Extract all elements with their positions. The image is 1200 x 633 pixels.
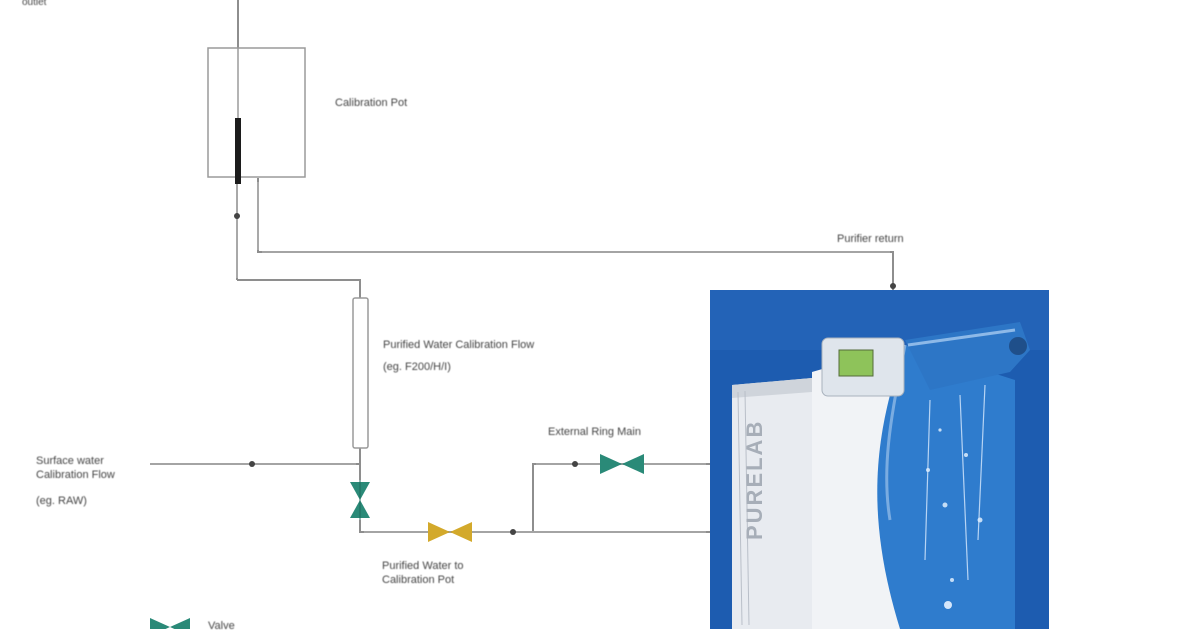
dispense-arm [905, 322, 1030, 390]
unit-body [812, 345, 905, 629]
junction-dot [234, 213, 240, 219]
dispense-nozzle-icon [1009, 337, 1027, 355]
surface-water-label-3: (eg. RAW) [36, 495, 87, 507]
purified-flow-label-1: Purified Water Calibration Flow [383, 339, 535, 351]
calibration-pot-label: Calibration Pot [335, 97, 408, 109]
legend-valve-icon [150, 618, 190, 629]
junction-dot [249, 461, 255, 467]
vertical-valve-icon [350, 480, 370, 520]
external-ring-main-label: External Ring Main [548, 426, 641, 438]
product-brand-label: PURELAB [742, 419, 767, 540]
pipe-to-flowmeter [237, 279, 361, 300]
surface-water-label-2: Calibration Flow [36, 469, 115, 481]
purelab-unit-image [710, 290, 1049, 629]
legend-valve-label: Valve [208, 620, 235, 632]
purified-to-pot-pipe [359, 520, 710, 533]
junction-dot [572, 461, 578, 467]
purifier-return-label: Purifier return [837, 233, 904, 245]
purifier-return-pipe [257, 178, 894, 290]
junction-dot [890, 283, 896, 289]
calibration-pot-icon [207, 47, 306, 178]
surface-water-label-1: Surface water [36, 455, 104, 467]
ring-main-valve-icon [600, 454, 644, 474]
purified-to-pot-label-1: Purified Water to [382, 560, 464, 572]
unit-front [877, 345, 1015, 629]
purified-flow-label-2: (eg. F200/H/I) [383, 361, 451, 373]
external-ring-main-pipe [532, 463, 710, 532]
junction-dot [510, 529, 516, 535]
unit-side-panel [732, 378, 812, 629]
gold-valve-icon [428, 522, 472, 542]
purified-to-pot-label-2: Calibration Pot [382, 574, 455, 586]
lcd-display-icon [838, 349, 874, 377]
conductivity-probe-icon [235, 118, 241, 184]
flow-meter-icon [352, 297, 369, 449]
junction-dots [234, 213, 896, 535]
outlet-label: outlet [22, 0, 47, 8]
